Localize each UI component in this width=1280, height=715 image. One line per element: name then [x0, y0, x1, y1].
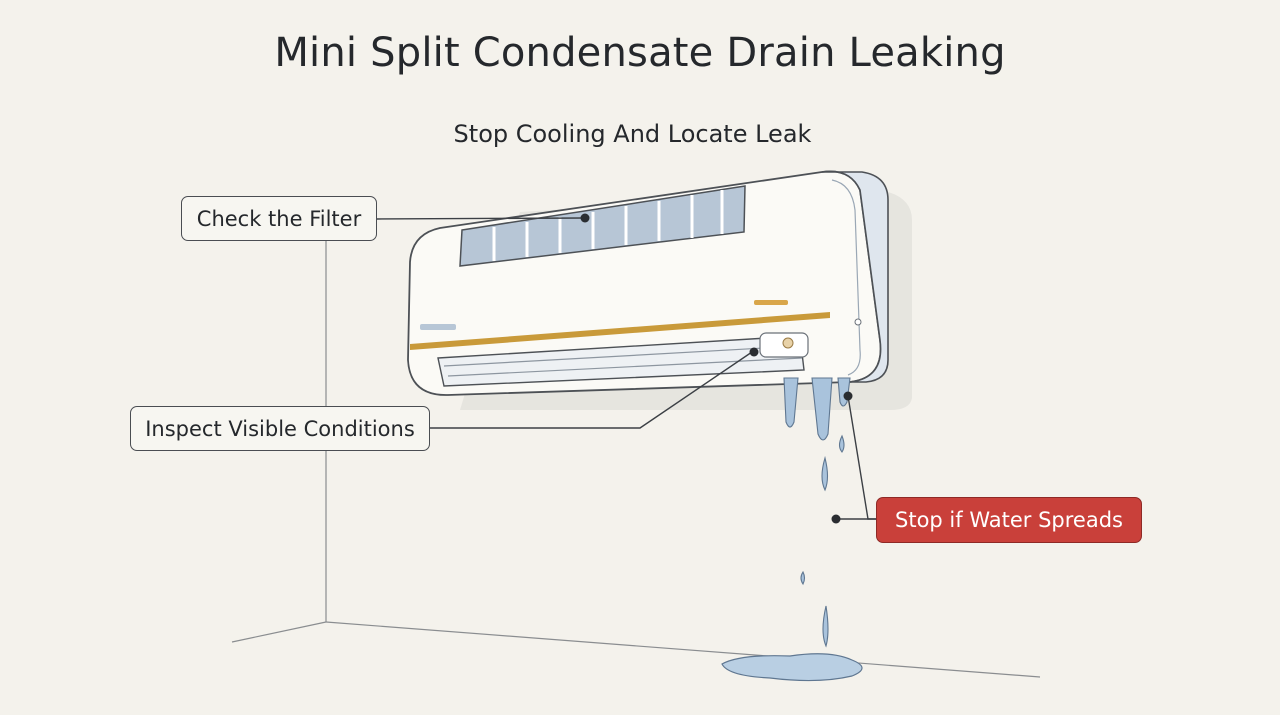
condensate-drips: [783, 377, 851, 648]
callout-check-filter: Check the Filter: [181, 196, 377, 241]
callout-inspect-conditions: Inspect Visible Conditions: [130, 406, 430, 451]
unit-side-panel: [821, 170, 889, 383]
leader-dots: [580, 213, 853, 524]
mini-split-indoor-unit: [407, 170, 889, 396]
filter-vent: [459, 185, 746, 267]
callout-stop-warning: Stop if Water Spreads: [876, 497, 1142, 543]
page-title: Mini Split Condensate Drain Leaking: [274, 30, 1006, 76]
page-subtitle: Stop Cooling And Locate Leak: [453, 120, 812, 148]
water-puddle: [721, 653, 863, 682]
accent-stripe: [410, 312, 830, 350]
leader-lines: [376, 217, 876, 520]
air-louver: [437, 335, 805, 387]
